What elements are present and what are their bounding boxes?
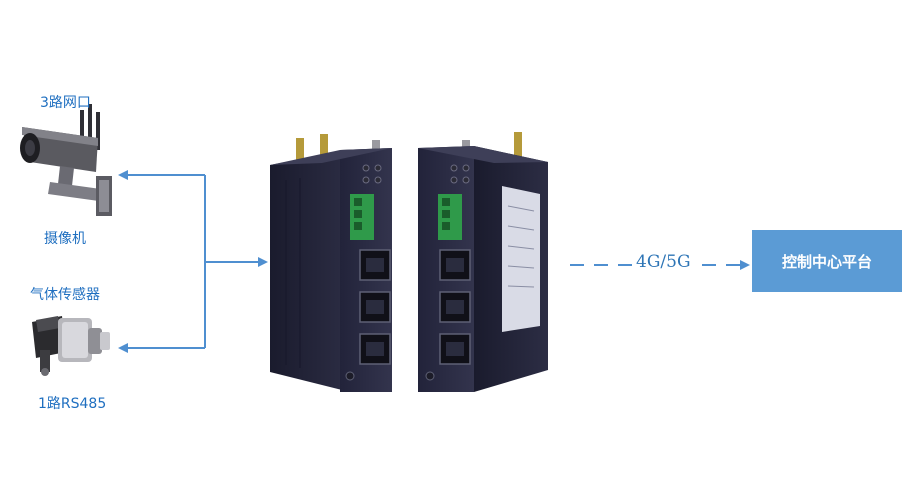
sensor-bottom-label: 1路RS485 bbox=[38, 396, 107, 412]
device-links bbox=[118, 170, 268, 353]
gateway-front-view bbox=[270, 134, 392, 392]
camera-bottom-label: 摄像机 bbox=[44, 231, 86, 247]
gateway-side-view bbox=[418, 132, 548, 392]
wireless-link-label: 4G/5G bbox=[634, 252, 693, 272]
gas-sensor-icon bbox=[32, 316, 110, 376]
camera-top-label: 3路网口 bbox=[40, 95, 91, 111]
control-center-label: 控制中心平台 bbox=[781, 252, 872, 271]
camera-icon bbox=[20, 104, 112, 216]
sensor-top-label: 气体传感器 bbox=[30, 287, 100, 303]
control-center-box: 控制中心平台 bbox=[752, 230, 902, 292]
